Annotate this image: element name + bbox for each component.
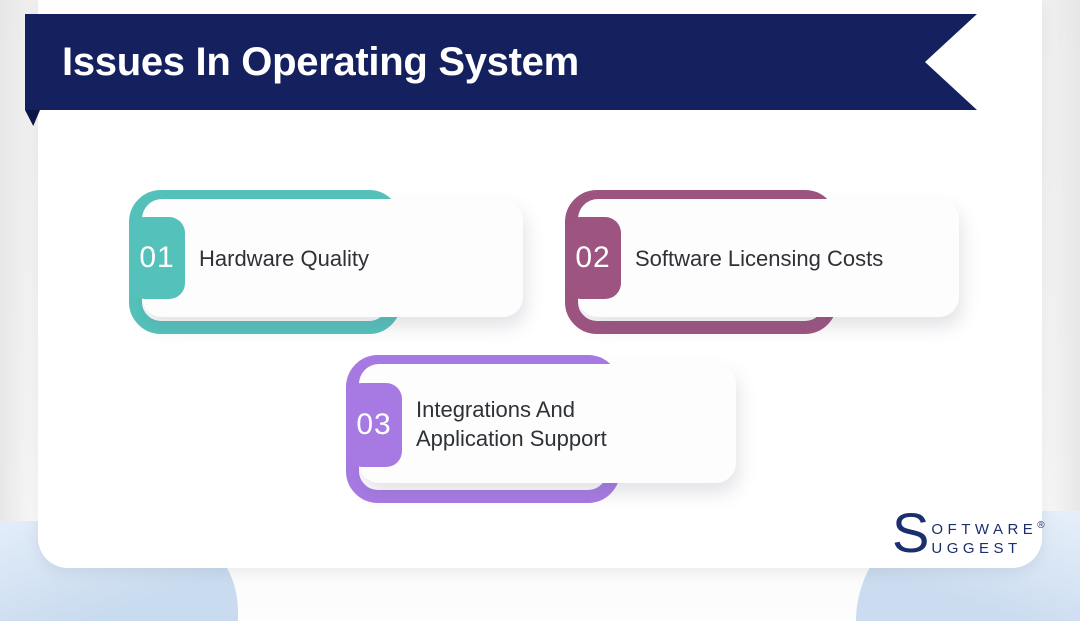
item-number-badge: 02 — [565, 217, 621, 299]
item-label: Software Licensing Costs — [635, 245, 884, 271]
logo-word-software: OFTWARE® — [931, 520, 1045, 538]
logo-word-suggest: UGGEST — [931, 540, 1022, 557]
item-label: Integrations And Application Support — [416, 396, 607, 451]
title-ribbon: Issues In Operating System — [25, 14, 977, 110]
item-number-badge: 03 — [346, 383, 402, 467]
item-card: Hardware Quality — [142, 199, 523, 317]
logo-wordmark: OFTWARE® UGGEST — [931, 510, 1044, 558]
issue-item-hardware-quality: Hardware Quality 01 — [129, 190, 523, 340]
item-label: Hardware Quality — [199, 245, 369, 271]
logo-initial: S — [892, 501, 930, 564]
item-card: Software Licensing Costs — [578, 199, 959, 317]
softwaresuggest-logo: S OFTWARE® UGGEST — [892, 501, 1045, 564]
issue-item-integrations-and-application-support: Integrations And Application Support 03 — [346, 355, 736, 507]
item-number-badge: 01 — [129, 217, 185, 299]
item-card: Integrations And Application Support — [359, 364, 736, 483]
page-title: Issues In Operating System — [62, 39, 579, 84]
registered-trademark-icon: ® — [1037, 520, 1045, 531]
issue-item-software-licensing-costs: Software Licensing Costs 02 — [565, 190, 959, 340]
